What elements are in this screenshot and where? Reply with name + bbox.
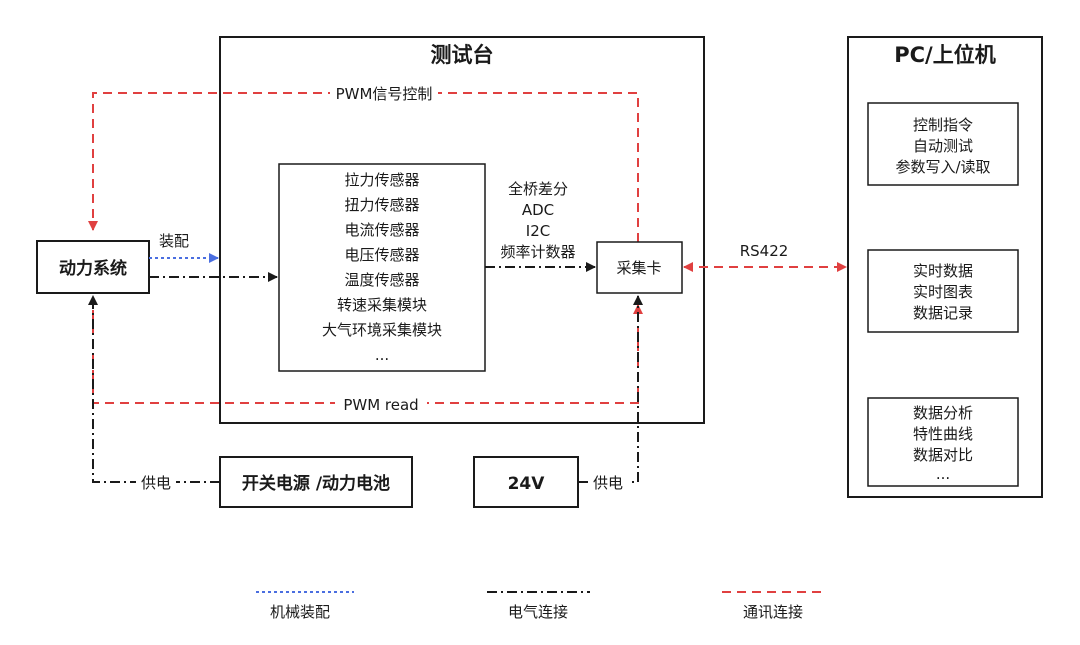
pc-control-item: 自动测试 bbox=[913, 137, 973, 155]
supply-left-label: 供电 bbox=[141, 474, 171, 492]
pc-analysis-group-box bbox=[867, 397, 1019, 487]
legend-electrical-label: 电气连接 bbox=[508, 603, 568, 621]
interface-label: ADC bbox=[522, 201, 554, 219]
interface-label: 全桥差分 bbox=[508, 180, 568, 198]
interface-label: I2C bbox=[526, 222, 550, 240]
sensors-box bbox=[278, 163, 486, 372]
supply-24v-box bbox=[473, 456, 579, 508]
pc-realtime-group-box bbox=[867, 249, 1019, 333]
pwm-control-label: PWM信号控制 bbox=[336, 85, 433, 103]
pc-control-item: 参数写入/读取 bbox=[895, 158, 990, 176]
pc-control-group-box bbox=[867, 102, 1019, 186]
pc-title: PC/上位机 bbox=[894, 43, 995, 67]
pc-analysis-item: ... bbox=[936, 465, 950, 483]
power-supply-box bbox=[219, 456, 413, 508]
sensor-item: 扭力传感器 bbox=[344, 196, 419, 214]
pc-realtime-item: 数据记录 bbox=[913, 304, 973, 322]
supply-left-line bbox=[88, 295, 220, 483]
pc-analysis-item: 数据分析 bbox=[913, 404, 973, 422]
sensor-item: 转速采集模块 bbox=[337, 296, 427, 314]
power-supply-label: 开关电源 /动力电池 bbox=[242, 473, 390, 494]
sensor-item: 电压传感器 bbox=[344, 246, 419, 264]
legend-communication-label: 通讯连接 bbox=[743, 603, 803, 621]
legend-mechanical-label: 机械装配 bbox=[270, 603, 330, 621]
sensor-item: 大气环境采集模块 bbox=[322, 321, 442, 339]
pc-analysis-item: 数据对比 bbox=[913, 446, 973, 464]
supply-24v-label: 24V bbox=[508, 474, 546, 494]
sensor-item: 温度传感器 bbox=[344, 271, 419, 289]
pc-control-item: 控制指令 bbox=[913, 116, 973, 134]
test-bench-title: 测试台 bbox=[431, 43, 494, 67]
sensor-item: ... bbox=[375, 346, 389, 364]
supply-right-label: 供电 bbox=[593, 474, 623, 492]
rs422-label: RS422 bbox=[740, 242, 789, 260]
pc-realtime-item: 实时图表 bbox=[913, 283, 973, 301]
sensor-item: 拉力传感器 bbox=[344, 171, 419, 189]
sensor-item: 电流传感器 bbox=[344, 221, 419, 239]
pc-analysis-item: 特性曲线 bbox=[913, 425, 973, 443]
assembly-label: 装配 bbox=[159, 232, 189, 250]
interface-label: 频率计数器 bbox=[500, 243, 575, 261]
power-system-label: 动力系统 bbox=[59, 258, 127, 279]
power-system-box bbox=[36, 240, 150, 294]
acquisition-card-label: 采集卡 bbox=[616, 259, 661, 277]
acquisition-card-box bbox=[596, 241, 683, 294]
pwm-read-label: PWM read bbox=[343, 396, 418, 414]
pc-realtime-item: 实时数据 bbox=[913, 262, 973, 280]
